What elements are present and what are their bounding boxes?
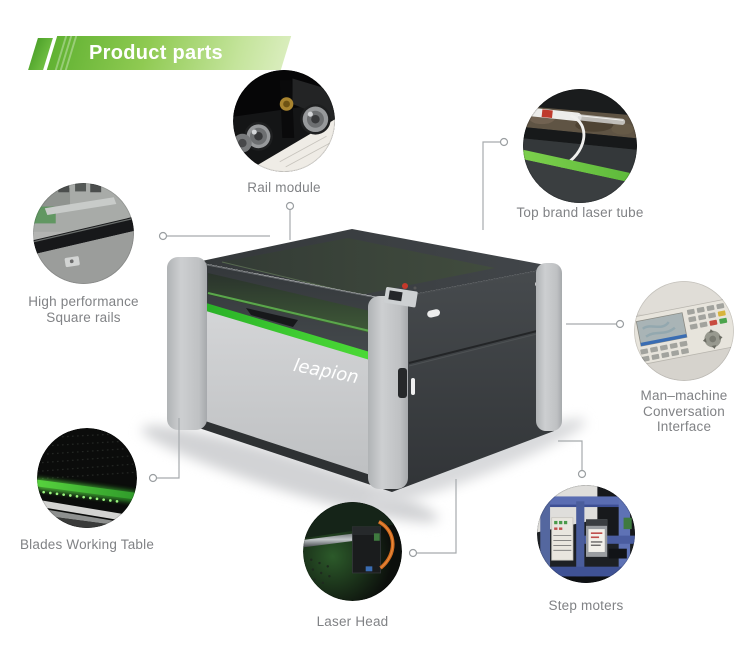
- page-title: Product parts: [89, 42, 223, 64]
- callout-label: Top brand laser tube: [516, 205, 644, 220]
- rail-module-photo: [233, 70, 335, 172]
- callout-working-table: Blades Working Table: [20, 428, 154, 552]
- callout-label: Step moters: [548, 598, 624, 613]
- callout-step-motors: Step moters: [537, 485, 635, 613]
- callout-label: High performance Square rails: [28, 294, 139, 325]
- callout-label: Blades Working Table: [19, 537, 155, 552]
- callout-hmi: Man–machine Conversation Interface: [634, 281, 734, 434]
- laser-head-photo: [303, 502, 402, 601]
- callout-label: Man–machine Conversation Interface: [640, 388, 728, 434]
- working-table-photo: [37, 428, 137, 528]
- laser-tube-photo: [523, 89, 637, 203]
- step-motors-photo: [537, 485, 635, 583]
- callout-laser-tube: Top brand laser tube: [516, 89, 643, 220]
- callout-laser-head: Laser Head: [303, 502, 402, 629]
- callout-label: Laser Head: [316, 614, 389, 629]
- square-rails-photo: [33, 183, 134, 284]
- hmi-photo: [634, 281, 734, 381]
- callout-square-rails: High performance Square rails: [28, 183, 139, 325]
- callout-rail-module: Rail module: [233, 70, 335, 195]
- callout-label: Rail module: [247, 180, 321, 195]
